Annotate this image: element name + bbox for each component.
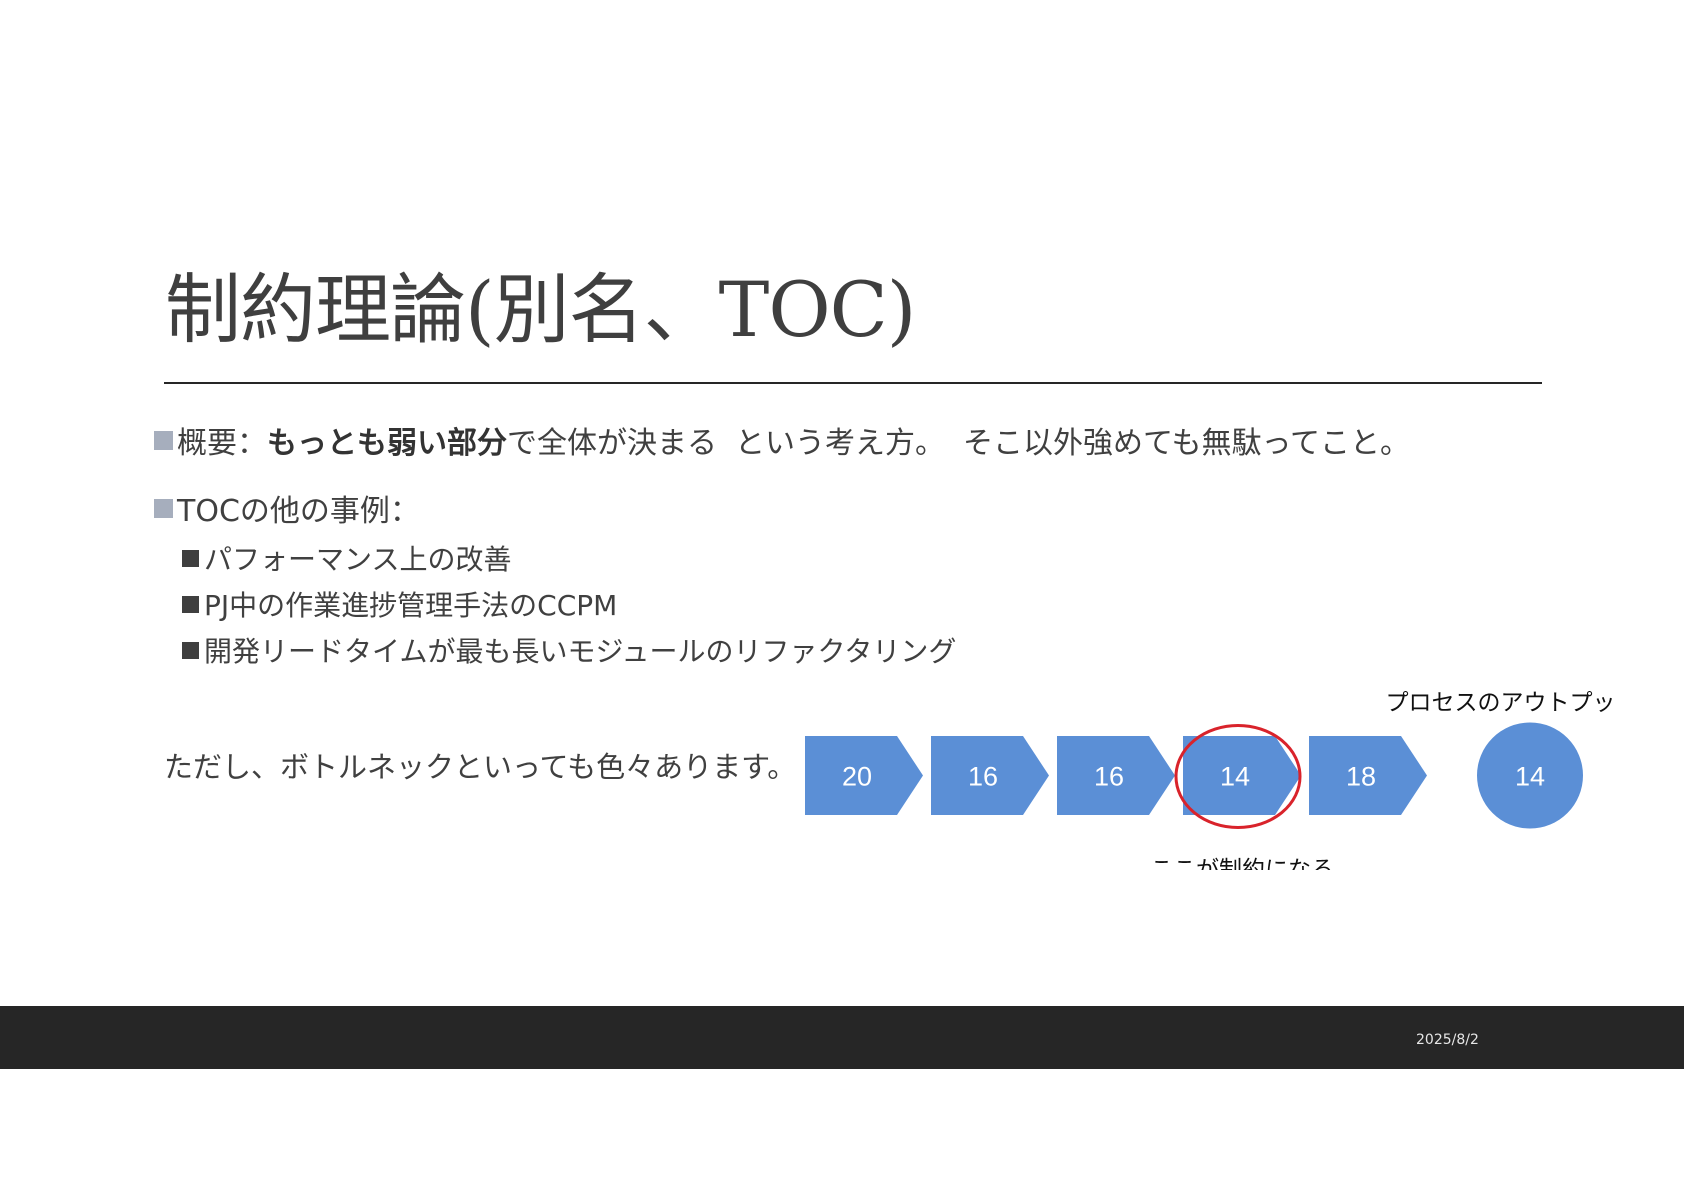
square-bullet-icon — [182, 549, 199, 567]
square-bullet-icon — [182, 641, 199, 659]
process-step-arrow — [1309, 736, 1427, 815]
slide-date: 2025/8/2 — [1416, 1032, 1479, 1048]
cases-heading-bullet: TOCの他の事例： — [154, 486, 420, 530]
summary-bullet: 概要： もっとも弱い部分 で全体が決まる という考え方。 そこ以外強めても無駄っ… — [154, 418, 1410, 462]
summary-bold-text: もっとも弱い部分 — [267, 426, 507, 461]
process-flow-diagram: 20 16 16 14 18 14 プロセスのアウトプット ここが制約になる — [805, 690, 1621, 870]
process-step-value: 14 — [1220, 762, 1250, 792]
output-value: 14 — [1515, 762, 1545, 792]
process-step-value: 20 — [842, 762, 872, 792]
output-circle — [1477, 722, 1583, 829]
case-item-text: PJ中の作業進捗管理手法のCCPM — [204, 589, 618, 622]
case-item: PJ中の作業進捗管理手法のCCPM — [182, 584, 617, 624]
case-item-text: 開発リードタイムが最も長いモジュールのリファクタリング — [204, 635, 957, 668]
footer-bar — [0, 1006, 1684, 1069]
process-step-value: 16 — [968, 762, 998, 792]
summary-text-3: そこ以外強めても無駄ってこと。 — [963, 426, 1410, 461]
output-label: プロセスのアウトプット — [1386, 690, 1621, 716]
case-item: 開発リードタイムが最も長いモジュールのリファクタリング — [182, 630, 956, 670]
square-bullet-icon — [182, 595, 199, 613]
process-step-arrow — [1183, 736, 1301, 815]
process-step-arrow — [805, 736, 923, 815]
process-step-arrow — [931, 736, 1049, 815]
summary-text-2: という考え方。 — [735, 426, 945, 461]
summary-label: 概要： — [177, 426, 267, 461]
process-step-arrow — [1057, 736, 1175, 815]
constraint-label: ここが制約になる — [1150, 857, 1334, 870]
bottleneck-note: ただし、ボトルネックといっても色々あります。 — [164, 750, 797, 784]
process-step-value: 18 — [1346, 762, 1376, 792]
square-bullet-icon — [154, 430, 173, 450]
case-item: パフォーマンス上の改善 — [182, 538, 511, 578]
title-underline — [164, 382, 1542, 384]
process-step-value: 16 — [1094, 762, 1124, 792]
slide-title: 制約理論(別名、TOC) — [165, 265, 916, 354]
case-item-text: パフォーマンス上の改善 — [204, 543, 512, 576]
square-bullet-icon — [154, 498, 173, 518]
constraint-highlight-circle — [1174, 724, 1302, 829]
cases-heading: TOCの他の事例： — [177, 494, 420, 529]
summary-text-1: で全体が決まる — [507, 426, 717, 461]
